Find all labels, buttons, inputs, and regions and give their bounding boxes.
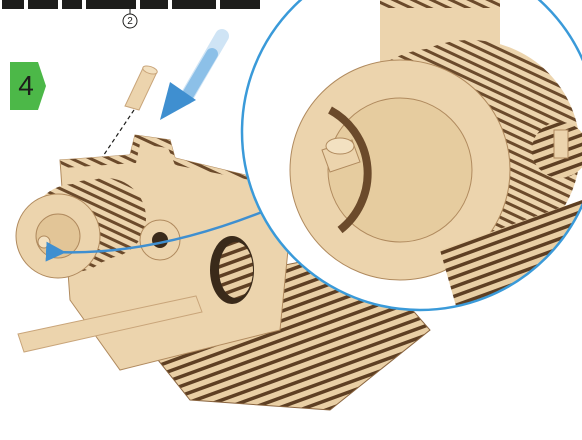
wooden-peg (125, 64, 158, 110)
step-badge (10, 62, 46, 110)
parts-strip (2, 0, 260, 9)
callout-circle (123, 14, 137, 28)
insert-arrow-icon (160, 36, 222, 120)
